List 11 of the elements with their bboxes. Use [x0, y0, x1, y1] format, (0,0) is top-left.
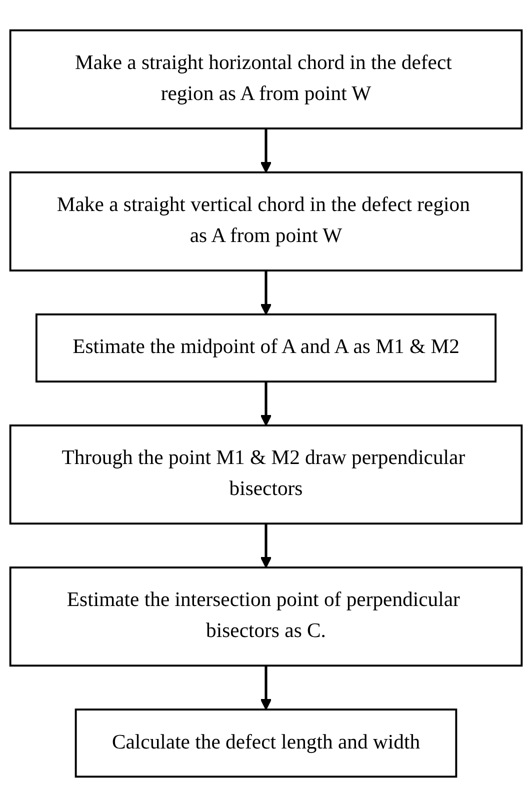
node-box: Through the point M1 & M2 draw perpendicular bisectors [9, 424, 523, 525]
node-box: Make a straight horizontal chord in the defect region as A from point W [9, 29, 523, 130]
node-box: Calculate the defect length and width [74, 708, 458, 778]
node-box: Make a straight vertical chord in the defect region as A from point W [9, 171, 523, 272]
arrow [260, 128, 272, 173]
node-box: Estimate the intersection point of perpendicular bisectors as C. [9, 566, 523, 667]
arrow [260, 382, 272, 426]
arrow [260, 524, 272, 568]
arrow [260, 666, 272, 710]
arrow [260, 270, 272, 315]
node-box: Estimate the midpoint of A and A as M1 & M2 [35, 313, 497, 383]
